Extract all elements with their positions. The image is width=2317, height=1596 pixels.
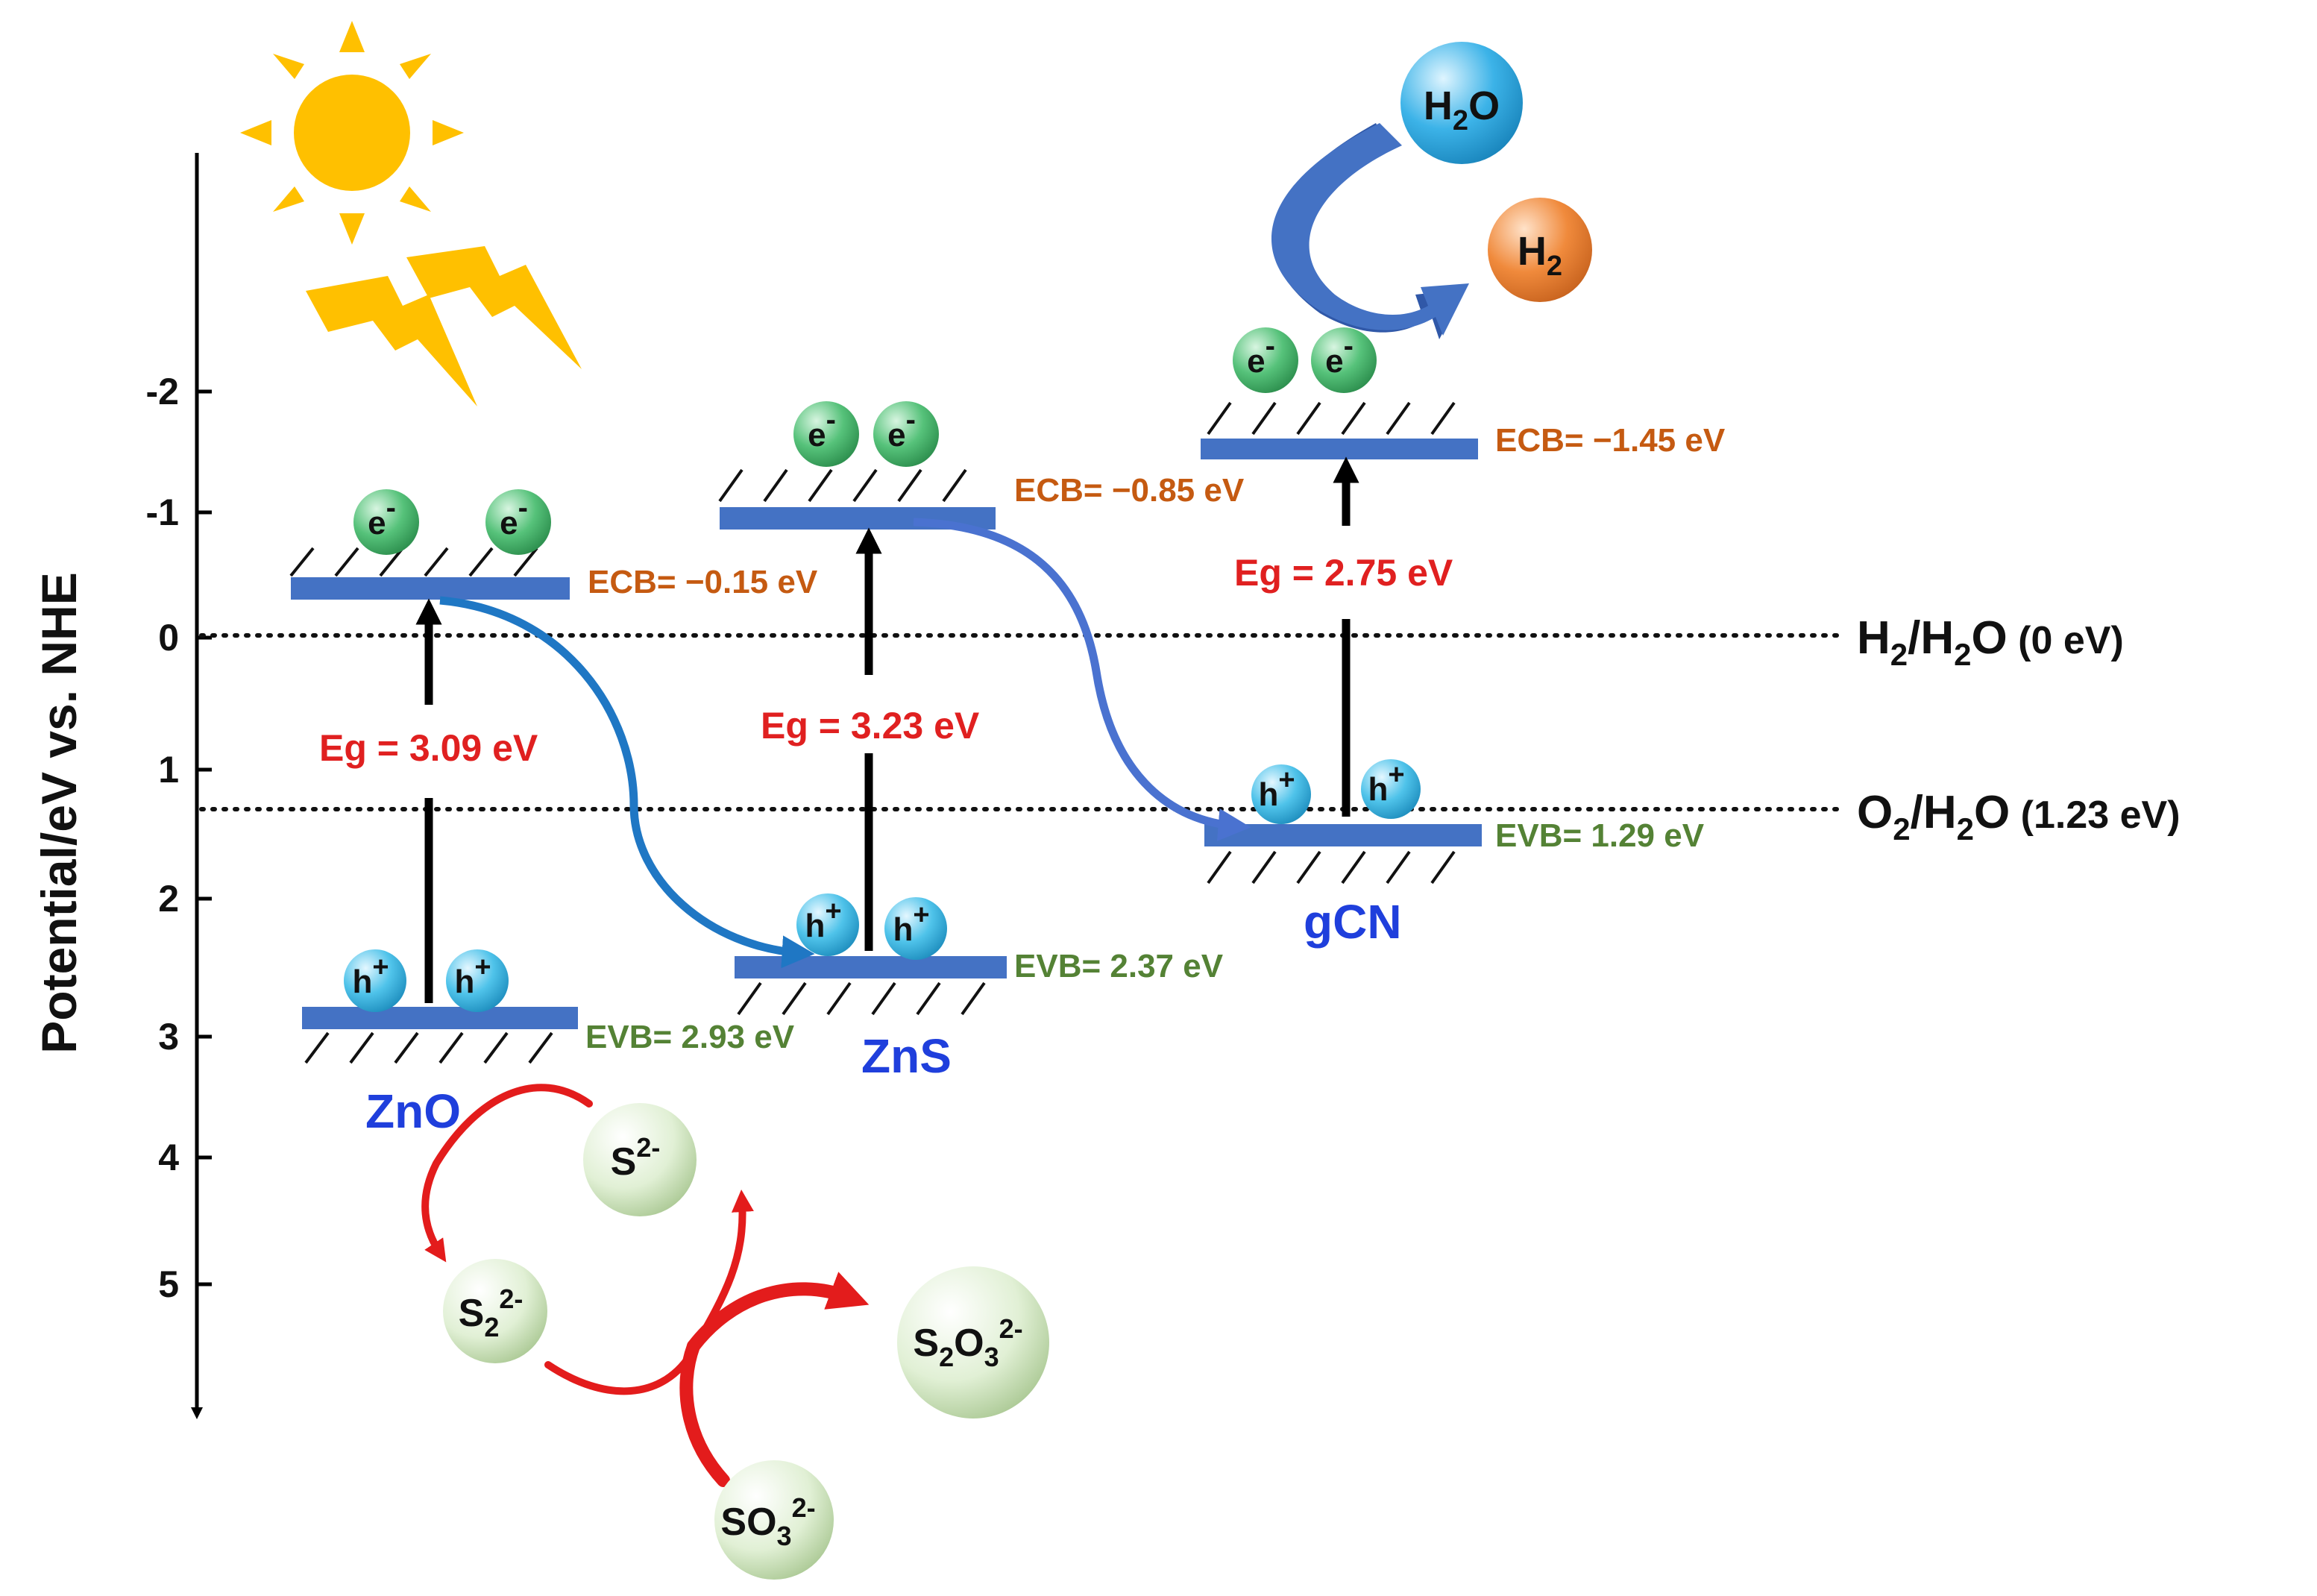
axis-tick-labels: -2 -1 0 1 2 3 4 5 bbox=[146, 371, 180, 1305]
zno-band bbox=[289, 547, 578, 1064]
tick-label: 3 bbox=[158, 1016, 179, 1058]
gcn-ecb-label: ECB= −1.45 eV bbox=[1495, 422, 1726, 459]
svg-text:e-: e- bbox=[1325, 330, 1354, 380]
tick-label: 5 bbox=[158, 1263, 179, 1305]
tick-label: 2 bbox=[158, 878, 179, 920]
hole: h+ bbox=[446, 949, 509, 1012]
hole: h+ bbox=[344, 949, 406, 1012]
svg-text:e-: e- bbox=[1247, 330, 1275, 380]
h2-reference-label: H2/H2O (0 eV) bbox=[1857, 612, 2124, 672]
zno-eg-label: Eg = 3.09 eV bbox=[319, 727, 538, 769]
svg-text:SO32-: SO32- bbox=[720, 1492, 815, 1551]
electron: e- bbox=[793, 401, 859, 467]
zno-evb-label: EVB= 2.93 eV bbox=[585, 1019, 795, 1055]
o2-reference-label: O2/H2O (1.23 eV) bbox=[1857, 787, 2181, 846]
hole: h+ bbox=[884, 897, 947, 960]
svg-text:e-: e- bbox=[368, 491, 396, 541]
tick-label: 0 bbox=[158, 617, 179, 659]
sun-icon bbox=[240, 21, 464, 245]
svg-text:e-: e- bbox=[887, 403, 916, 453]
axis-title: Potential/eV vs. NHE bbox=[31, 572, 87, 1054]
water-reduction-arrow-face bbox=[1271, 123, 1469, 336]
hole: h+ bbox=[1361, 759, 1421, 819]
zno-ecb-label: ECB= −0.15 eV bbox=[588, 564, 818, 600]
h2-molecule: H2 bbox=[1488, 198, 1592, 302]
svg-text:h+: h+ bbox=[1258, 764, 1295, 813]
disulfide-ion: S22- bbox=[443, 1259, 547, 1363]
gcn-band bbox=[1201, 401, 1482, 885]
electron-transfer-zno-zns bbox=[439, 596, 815, 969]
h2o-molecule: H2O bbox=[1400, 42, 1523, 164]
tick-label: -2 bbox=[146, 371, 179, 412]
zns-eg-label: Eg = 3.23 eV bbox=[761, 705, 980, 747]
svg-text:h+: h+ bbox=[893, 899, 929, 948]
svg-text:S2-: S2- bbox=[611, 1132, 661, 1184]
zns-ecb-label: ECB= −0.85 eV bbox=[1014, 472, 1245, 509]
svg-text:h+: h+ bbox=[352, 952, 389, 1000]
gcn-material-label: gCN bbox=[1304, 895, 1402, 949]
hole: h+ bbox=[1251, 764, 1311, 824]
svg-text:h+: h+ bbox=[1368, 759, 1404, 808]
zno-material-label: ZnO bbox=[365, 1084, 461, 1138]
gcn-eg-label: Eg = 2.75 eV bbox=[1234, 552, 1453, 594]
hole: h+ bbox=[796, 893, 859, 956]
svg-text:e-: e- bbox=[500, 491, 528, 541]
svg-text:S2O32-: S2O32- bbox=[913, 1313, 1022, 1372]
svg-text:h+: h+ bbox=[454, 952, 491, 1000]
svg-text:H2O: H2O bbox=[1424, 84, 1500, 136]
potential-axis bbox=[190, 153, 212, 1420]
gcn-evb-label: EVB= 1.29 eV bbox=[1495, 817, 1705, 854]
tick-label: -1 bbox=[146, 491, 179, 533]
electron: e- bbox=[873, 401, 939, 467]
svg-text:S22-: S22- bbox=[459, 1284, 524, 1342]
electron: e- bbox=[353, 489, 419, 555]
lightning-icon bbox=[306, 246, 582, 406]
electron: e- bbox=[1233, 327, 1298, 393]
sulfur-cycle-arrows bbox=[421, 1084, 870, 1487]
sulfite-ion: SO32- bbox=[714, 1460, 834, 1580]
svg-text:H2: H2 bbox=[1518, 229, 1562, 282]
tick-label: 4 bbox=[158, 1137, 179, 1178]
electron-transfer-zns-gcn bbox=[913, 518, 1251, 841]
electron: e- bbox=[1311, 327, 1377, 393]
svg-text:e-: e- bbox=[808, 403, 836, 453]
zns-evb-label: EVB= 2.37 eV bbox=[1014, 948, 1224, 984]
zns-material-label: ZnS bbox=[861, 1029, 952, 1083]
tick-label: 1 bbox=[158, 749, 179, 791]
electron: e- bbox=[485, 489, 551, 555]
thiosulfate-ion: S2O32- bbox=[897, 1266, 1049, 1419]
svg-text:h+: h+ bbox=[805, 896, 841, 944]
sulfide-ion: S2- bbox=[583, 1103, 697, 1216]
